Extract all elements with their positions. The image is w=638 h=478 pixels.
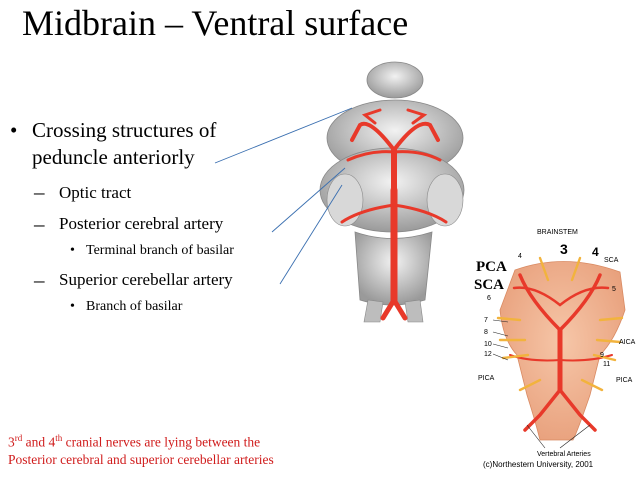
label-n9: 9: [600, 352, 604, 359]
note-line-2: Posterior cerebral and superior cerebell…: [8, 451, 274, 467]
label-n4: 4: [518, 253, 522, 260]
label-vertebral-arteries: Vertebral Arteries: [537, 451, 591, 458]
label-pca: PCA: [476, 259, 507, 275]
label-pica-right: PICA: [616, 377, 633, 384]
cranial-nerves-note: 3rd and 4th cranial nerves are lying bet…: [8, 430, 274, 468]
bullet-optic-tract: Optic tract: [59, 183, 132, 202]
label-4: 4: [592, 245, 599, 259]
label-sca-small: SCA: [604, 257, 619, 264]
bullet-main: Crossing structures of: [32, 118, 217, 142]
pointer-lines: [214, 107, 353, 285]
bullet-main-continued: peduncle anteriorly: [32, 145, 195, 169]
diagram-header: BRAINSTEM: [537, 229, 578, 236]
bullet-posterior-cerebral-artery: Posterior cerebral artery: [59, 214, 224, 233]
bullet-terminal-branch: Terminal branch of basilar: [86, 243, 234, 258]
label-n11: 11: [603, 361, 610, 368]
bullet-branch-of-basilar: Branch of basilar: [86, 299, 183, 314]
label-n10: 10: [484, 341, 492, 348]
dash-marker: –: [34, 180, 45, 204]
note-line-1: 3rd and 4th cranial nerves are lying bet…: [8, 430, 274, 451]
note-sup-th: th: [55, 433, 63, 443]
bullet-marker: •: [10, 118, 18, 142]
label-n7: 7: [484, 317, 488, 324]
label-n8: 8: [484, 329, 488, 336]
sub-bullet-marker: •: [70, 243, 75, 258]
brainstem-illustration: [319, 61, 465, 323]
dash-marker: –: [34, 268, 45, 292]
label-aica: AICA: [619, 339, 636, 346]
label-pica-left: PICA: [478, 375, 495, 382]
label-3: 3: [560, 241, 568, 257]
sub-bullet-marker: •: [70, 299, 75, 314]
slide-title: Midbrain – Ventral surface: [22, 3, 409, 43]
bullet-superior-cerebellar-artery: Superior cerebellar artery: [59, 270, 233, 289]
dash-marker: –: [34, 212, 45, 236]
label-sca: SCA: [474, 277, 504, 293]
note-sup-rd: rd: [14, 433, 23, 443]
note-rest: cranial nerves are lying between the: [62, 434, 261, 450]
label-n12: 12: [484, 351, 492, 358]
note-number-3: 3: [8, 434, 15, 450]
label-n5: 5: [612, 286, 616, 293]
brainstem-arteries-diagram: BRAINSTEM 3 4 PCA SCA 4 SCA 5 6 7 8 10 1…: [470, 229, 638, 478]
note-and-4: and 4: [22, 434, 56, 450]
copyright-text: (c)Northestern University, 2001: [483, 460, 594, 469]
label-n6: 6: [487, 295, 491, 302]
